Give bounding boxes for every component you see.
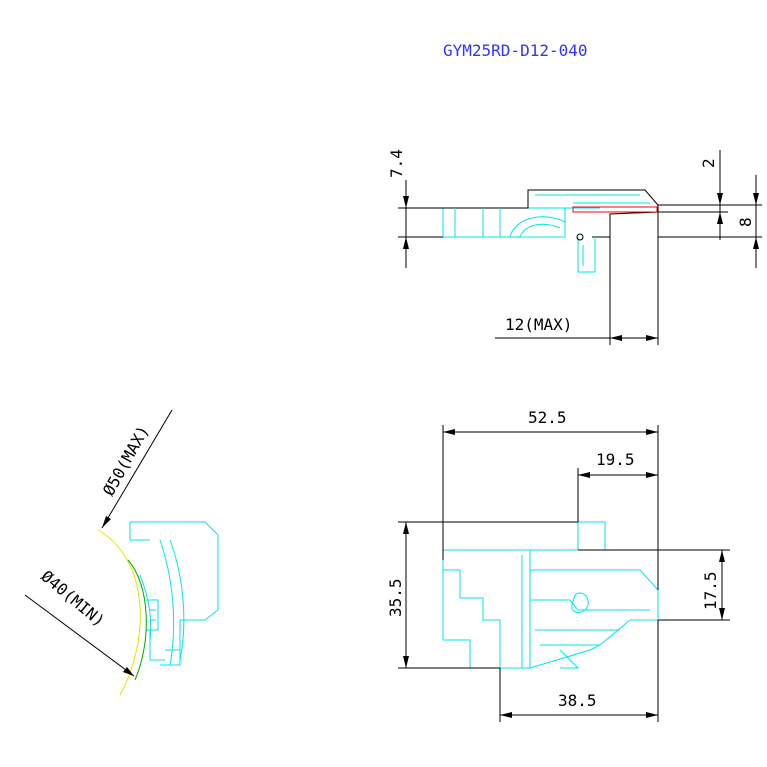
dim-label-7-4: 7.4: [387, 149, 406, 178]
dim-17-5: 17.5: [578, 549, 730, 621]
dim-label-17-5: 17.5: [701, 571, 720, 610]
dim-label-35-5: 35.5: [386, 578, 405, 617]
dim-label-d40-min: Ø40(MIN): [37, 567, 108, 631]
dim-8: 8: [658, 175, 762, 268]
top-view: 52.5 19.5 35.5 17.5: [386, 408, 730, 722]
dim-label-38-5: 38.5: [558, 691, 597, 710]
dim-2: 2: [658, 150, 728, 240]
arc-view: Ø50(MAX) Ø40(MIN): [24, 409, 219, 696]
dim-label-2: 2: [699, 158, 718, 168]
dim-d50-max: Ø50(MAX): [99, 409, 173, 529]
dim-35-5: 35.5: [386, 521, 578, 669]
dim-12-max: 12(MAX): [495, 212, 659, 345]
dim-label-8: 8: [736, 217, 755, 227]
dim-label-19-5: 19.5: [596, 450, 635, 469]
dim-d40-min: Ø40(MIN): [24, 567, 135, 677]
insert-red: [572, 206, 658, 213]
dim-38-5: 38.5: [499, 620, 659, 722]
dim-52-5: 52.5: [442, 408, 659, 590]
dim-label-52-5: 52.5: [528, 408, 567, 427]
dim-label-12-max: 12(MAX): [505, 315, 572, 334]
side-view: 7.4 2 8 12(MAX): [387, 149, 762, 345]
arc-view-part: [129, 521, 219, 666]
side-view-part: [442, 189, 659, 273]
dim-19-5: 19.5: [577, 450, 658, 522]
drawing-title: GYM25RD-D12-040: [443, 41, 588, 60]
dim-7-4: 7.4: [387, 149, 443, 268]
top-view-part: [442, 521, 659, 669]
arc-min-diameter: [127, 559, 147, 681]
